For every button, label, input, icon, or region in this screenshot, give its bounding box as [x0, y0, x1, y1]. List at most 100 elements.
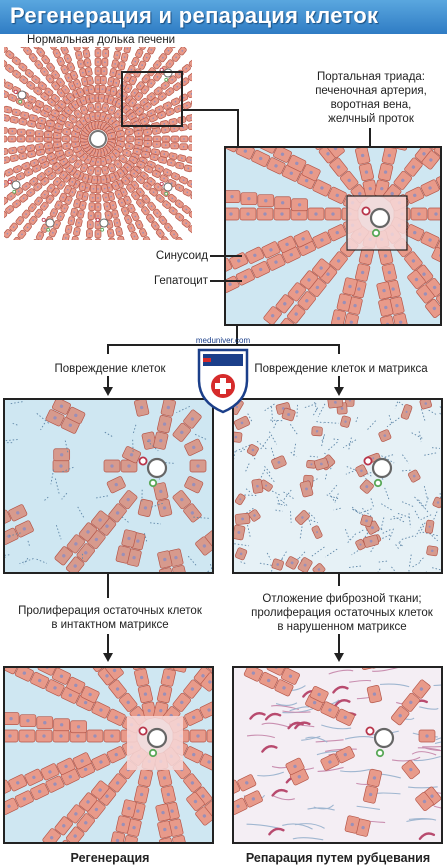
hepatocyte-nucleus: [99, 760, 103, 764]
hepatocyte-nucleus: [6, 108, 9, 111]
hepatocyte-cell: [184, 476, 204, 494]
hepatocyte-nucleus: [35, 108, 38, 111]
hepatocyte-cell: [136, 175, 146, 185]
hepatocyte-nucleus: [68, 693, 72, 697]
hepatocyte-nucleus: [88, 70, 90, 73]
hepatocyte-cell: [45, 775, 65, 793]
hepatocyte-nucleus: [22, 797, 27, 801]
hepatocyte-nucleus: [22, 671, 27, 675]
hepatocyte-cell: [68, 177, 77, 187]
hepatocyte-nucleus: [143, 120, 146, 123]
hepatocyte-cell: [124, 128, 134, 136]
matrix-fiber: [6, 532, 21, 538]
hepatocyte-nucleus: [59, 404, 64, 408]
hepatic-artery: [95, 217, 100, 222]
hepatocyte-cell: [195, 806, 212, 826]
hepatocyte-cell: [150, 97, 160, 106]
hepatocyte-nucleus: [123, 56, 126, 59]
hepatocyte-cell: [114, 189, 123, 199]
hepatocyte-cell: [66, 676, 86, 694]
hepatocyte-nucleus: [68, 423, 72, 427]
portal-vein: [371, 457, 393, 479]
hepatocyte-cell: [340, 415, 351, 428]
matrix-fiber: [324, 421, 339, 424]
hepatocyte-cell: [5, 779, 12, 797]
hepatocyte-cell: [126, 548, 142, 567]
hepatocyte-cell: [48, 228, 57, 238]
hepatocyte-cell: [45, 194, 55, 204]
hepatocyte-cell: [389, 296, 405, 315]
hepatocyte-cell: [239, 207, 257, 221]
hepatocyte-nucleus: [128, 99, 131, 101]
hepatocyte-cell: [134, 400, 150, 417]
hepatocyte-cell: [34, 130, 44, 138]
hepatocyte-cell: [188, 135, 192, 143]
hepatocyte-nucleus: [15, 73, 18, 75]
hepatocyte-cell: [170, 142, 180, 150]
hepatocyte-nucleus: [143, 776, 148, 780]
hepatocyte-nucleus: [369, 539, 373, 543]
collagen-fiber: [307, 807, 335, 811]
hepatocyte-cell: [123, 73, 132, 83]
hepatocyte-cell: [136, 198, 145, 208]
hepatocyte-cell: [381, 263, 397, 282]
hepatocyte-cell: [172, 835, 188, 842]
matrix-fiber: [60, 466, 74, 473]
hepatocyte-cell: [79, 105, 89, 115]
hepatocyte-nucleus: [116, 222, 118, 224]
collagen-fiber: [411, 751, 437, 756]
hepatocyte-cell: [274, 196, 292, 210]
hepatocyte-nucleus: [98, 788, 102, 792]
fibroblast: [268, 827, 285, 836]
hepatocyte-cell: [68, 154, 78, 164]
hepatocyte-cell: [56, 77, 65, 87]
hepatocyte-nucleus: [429, 158, 433, 162]
collagen-fiber: [380, 683, 410, 688]
hepatocyte-nucleus: [158, 167, 161, 170]
hepatocyte-nucleus: [93, 734, 97, 738]
hepatocyte-nucleus: [43, 193, 46, 196]
hepatocyte-nucleus: [178, 164, 181, 167]
hepatocyte-cell: [63, 53, 72, 64]
hepatocyte-cell: [52, 459, 70, 473]
hepatocyte-nucleus: [16, 511, 20, 515]
hepatocyte-nucleus: [228, 282, 232, 286]
branch-connector-stem: [236, 326, 238, 345]
hepatocyte-nucleus: [62, 174, 65, 176]
hepatocyte-cell: [190, 192, 192, 202]
hepatocyte-nucleus: [112, 204, 114, 207]
hepatocyte-nucleus: [253, 253, 257, 258]
hepatocyte-cell: [151, 169, 161, 179]
hepatocyte-nucleus: [152, 117, 155, 120]
hepatocyte-nucleus: [162, 422, 167, 426]
hepatocyte-cell: [195, 536, 212, 556]
hepatocyte-cell: [18, 729, 36, 743]
hepatocyte-nucleus: [130, 207, 133, 210]
collagen-fiber: [433, 684, 441, 687]
hepatocyte-cell: [401, 760, 421, 780]
hepatocyte-nucleus: [91, 97, 94, 100]
hepatocyte-cell: [118, 61, 126, 71]
hepatocyte-cell: [15, 172, 26, 181]
matrix-fiber: [275, 509, 283, 512]
hepatocyte-nucleus: [80, 63, 82, 65]
hepatocyte-nucleus: [104, 106, 106, 109]
hepatocyte-nucleus: [145, 56, 148, 59]
hepatocyte-cell: [64, 148, 74, 158]
matrix-fiber: [277, 503, 286, 506]
hepatocyte-cell: [73, 109, 83, 119]
hepatocyte-nucleus: [61, 117, 64, 119]
hepatocyte-nucleus: [120, 64, 123, 67]
hepatocyte-nucleus: [208, 680, 212, 684]
bile-duct: [164, 191, 169, 196]
matrix-fiber: [27, 540, 31, 548]
portal-triad-label: Портальная триада: печеночная артерия, в…: [296, 70, 446, 126]
central-vein: [89, 130, 107, 148]
hepatic-artery: [7, 179, 12, 184]
hepatocyte-nucleus: [41, 119, 43, 122]
collagen-fiber: [433, 805, 441, 809]
hepatocyte-body: [31, 47, 41, 50]
hepatocyte-cell: [37, 668, 57, 676]
hepatocyte-nucleus: [39, 235, 41, 237]
portal-vein: [146, 727, 168, 749]
